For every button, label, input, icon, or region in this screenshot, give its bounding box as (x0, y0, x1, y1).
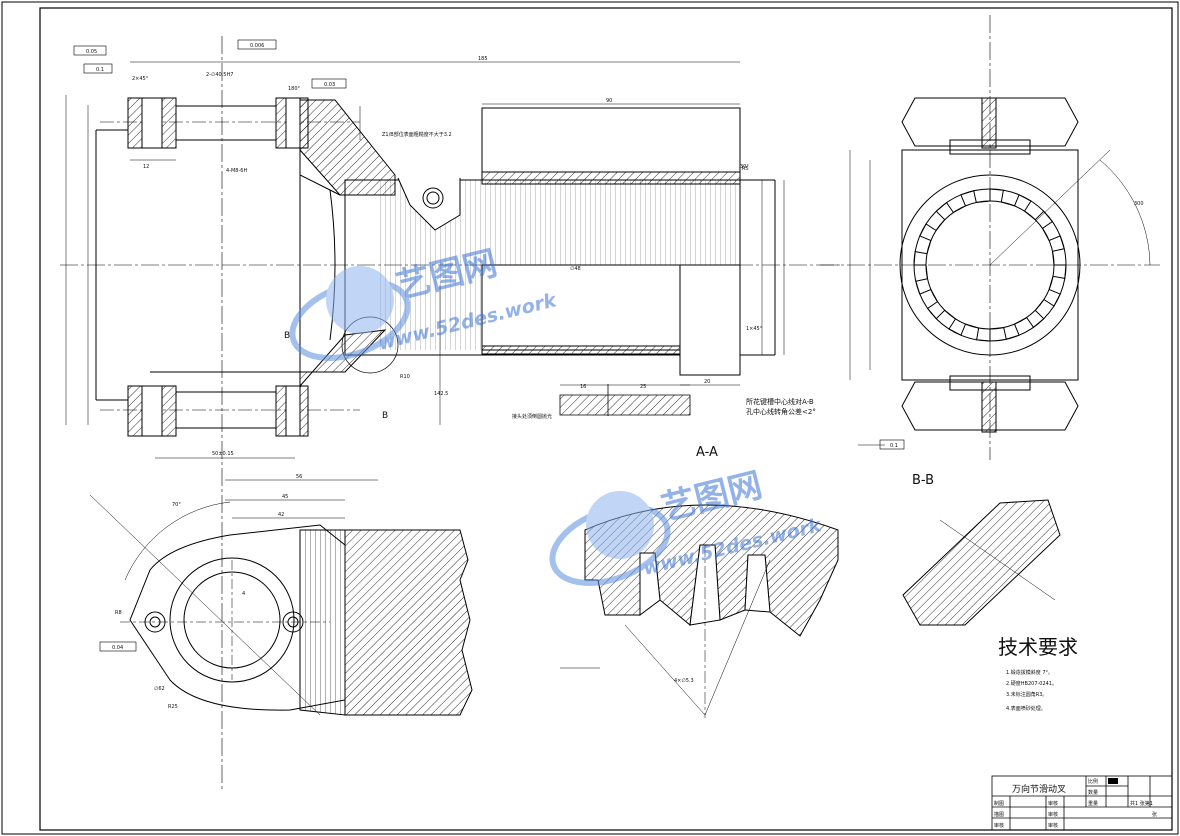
dim-300: 300 (1134, 201, 1144, 207)
dim-20: 20 (704, 379, 710, 385)
dim-2hole: 2-∅40.5H7 (206, 72, 233, 78)
review-1: 审核 (1048, 800, 1058, 807)
spline-teeth (913, 188, 1067, 342)
dim-185: 185 (478, 56, 488, 62)
tech-note-3: 3.未标注圆角R3。 (1006, 691, 1047, 698)
dim-180: 180° (288, 86, 301, 92)
dim-12: 12 (143, 164, 149, 170)
dim-62: ∅62 (154, 686, 165, 692)
review-2: 审核 (1048, 811, 1058, 818)
dim-90: 90 (606, 98, 612, 104)
section-bb-label: B-B (912, 473, 934, 488)
dim-4: 4 (242, 591, 245, 597)
section-labels: A-A B-B B B (284, 331, 934, 488)
dim-48: ∅48 (570, 266, 581, 272)
zone-note: Z1/B部位表面粗糙度不大于3.2 (382, 131, 452, 138)
dim-r5: R5 (742, 166, 749, 172)
sheet-no: 张 (1152, 811, 1157, 818)
detail-inset (559, 384, 691, 416)
tech-note-4: 4.表面喷砂处理。 (1006, 705, 1046, 712)
dim-2x45: 2×45° (132, 76, 149, 82)
dim-42: 42 (278, 512, 284, 518)
dim-4hole: 4-M8-6H (226, 168, 247, 174)
dim-30: 30° (740, 164, 749, 170)
dim-142: 142.5 (434, 391, 448, 397)
tolerance-frames: 0.05 0.1 0.006 0.03 0.04 0.1 (73, 39, 905, 652)
tech-title: 技术要求 (998, 635, 1078, 659)
title-block (991, 775, 1173, 831)
tol-1: 0.05 (86, 49, 97, 55)
dim-1x45: 1×45° (746, 326, 763, 332)
detail-note: 接头处须倒圆抛光 (512, 413, 552, 420)
bottom-view (89, 494, 473, 716)
drawing-title: 万向节滑动叉 (1012, 783, 1066, 795)
designer-label: 制图 (994, 800, 1004, 807)
tol-3: 0.006 (250, 43, 264, 49)
drafter-label: 描图 (994, 811, 1004, 818)
cut-b-bottom: B (382, 411, 388, 421)
dimensions: 185 90 2×45° 2-∅40.5H7 12 4-M8-6H 180° 5… (115, 56, 1144, 710)
side-view (820, 15, 1160, 460)
spline-note-line1: 所花键槽中心线对A-B (746, 397, 814, 406)
dim-45: 45 (282, 494, 288, 500)
dim-50: 50±0.15 (212, 451, 234, 457)
dim-4523: 4×∅5.3 (674, 678, 694, 684)
tol-4: 0.03 (324, 82, 335, 88)
qty-label: 数量 (1088, 789, 1098, 796)
weight-label: 重量 (1088, 800, 1098, 807)
dim-r10: R10 (400, 374, 410, 380)
dim-25: 25 (640, 384, 646, 390)
notes: 所花键槽中心线对A-B 孔中心线转角公差<2° Z1/B部位表面粗糙度不大于3.… (382, 131, 816, 420)
checker-label: 审核 (994, 822, 1004, 829)
spline-note-line2: 孔中心线转角公差<2° (746, 407, 816, 416)
tech-requirements: 技术要求 1.锻造拔模斜度 7°。 2.硬度HB207-0241。 3.未标注圆… (998, 635, 1078, 712)
cut-b-top: B (284, 331, 290, 341)
dim-r25: R25 (168, 704, 178, 710)
spline-tooth-profile (913, 188, 1067, 342)
title-block-text: 万向节滑动叉 比例 数量 重量 共1 张第1 张 制图 描图 审核 审核 审核 … (994, 778, 1157, 829)
dim-16: 16 (580, 384, 586, 390)
tech-note-1: 1.锻造拔模斜度 7°。 (1006, 669, 1053, 676)
dim-70: 70° (172, 502, 181, 508)
tol-2: 0.1 (96, 67, 104, 73)
section-bb (902, 499, 1061, 626)
section-aa-label: A-A (696, 445, 718, 460)
dim-r8: R8 (115, 610, 122, 616)
tol-5: 0.04 (112, 645, 123, 651)
sheet-label: 共1 张第1 (1130, 800, 1153, 807)
tech-note-2: 2.硬度HB207-0241。 (1006, 680, 1057, 687)
tol-6: 0.1 (890, 443, 898, 449)
front-view (60, 36, 840, 790)
dim-56: 56 (296, 474, 302, 480)
scale-label: 比例 (1088, 778, 1098, 785)
review-3: 审核 (1048, 822, 1058, 829)
